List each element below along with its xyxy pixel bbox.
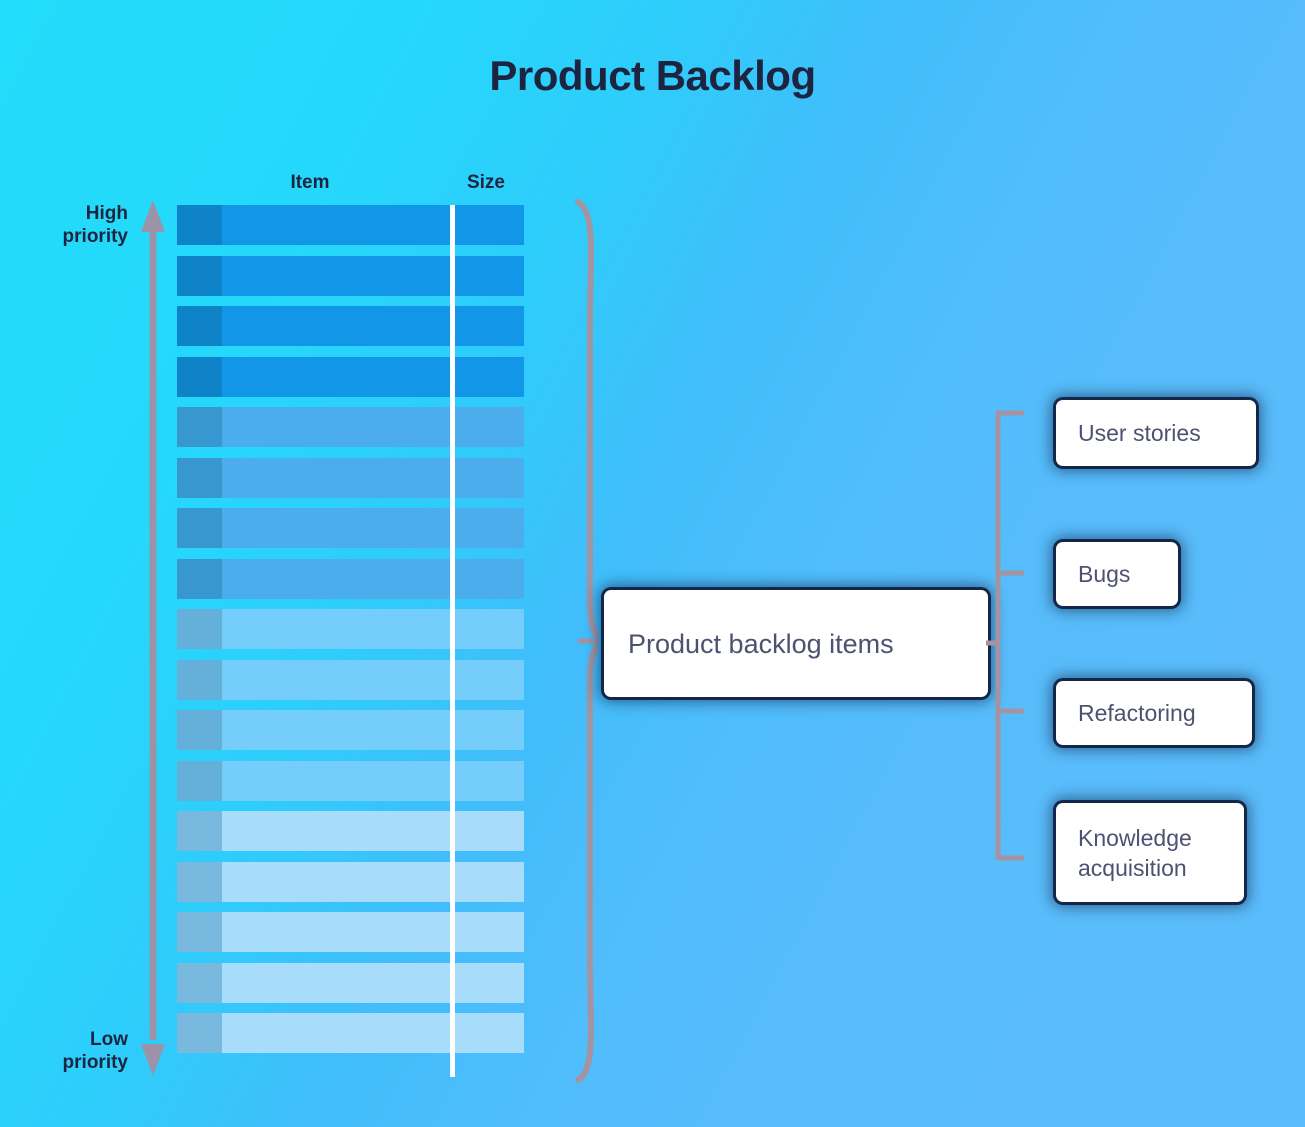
- backlog-row-marker-cell: [177, 255, 222, 296]
- backlog-row-item-cell: [222, 710, 450, 750]
- backlog-row-size-cell: [454, 962, 524, 1003]
- backlog-row-size-cell: [454, 760, 524, 801]
- backlog-row-marker-cell: [177, 659, 222, 700]
- backlog-row[interactable]: [177, 255, 524, 296]
- backlog-row-item-cell: [222, 205, 450, 245]
- backlog-row-item-cell: [222, 356, 450, 397]
- backlog-row-size-cell: [454, 1013, 524, 1053]
- backlog-row[interactable]: [177, 861, 524, 902]
- category-tree-connector-icon: [986, 410, 1025, 861]
- backlog-row-size-cell: [454, 861, 524, 902]
- backlog-row-item-cell: [222, 407, 450, 447]
- priority-direction-arrow-icon: [141, 200, 165, 1076]
- backlog-row-item-cell: [222, 861, 450, 902]
- backlog-row[interactable]: [177, 811, 524, 851]
- backlog-row-size-cell: [454, 912, 524, 952]
- backlog-row-item-cell: [222, 912, 450, 952]
- backlog-row-item-cell: [222, 962, 450, 1003]
- backlog-row-item-cell: [222, 609, 450, 649]
- backlog-row-marker-cell: [177, 760, 222, 801]
- category-box-knowledge-acquisition[interactable]: Knowledge acquisition: [1056, 803, 1244, 902]
- backlog-row-item-cell: [222, 255, 450, 296]
- backlog-row-size-cell: [454, 659, 524, 700]
- backlog-row-item-cell: [222, 558, 450, 599]
- backlog-row-marker-cell: [177, 609, 222, 649]
- category-label-user-stories: User stories: [1078, 419, 1201, 446]
- item-size-column-divider: [450, 205, 455, 1077]
- backlog-row-marker-cell: [177, 811, 222, 851]
- callout-label: Product backlog items: [628, 628, 894, 659]
- backlog-row-item-cell: [222, 659, 450, 700]
- backlog-row-size-cell: [454, 306, 524, 346]
- backlog-row-marker-cell: [177, 457, 222, 498]
- backlog-row-marker-cell: [177, 356, 222, 397]
- backlog-row-marker-cell: [177, 962, 222, 1003]
- backlog-row-size-cell: [454, 205, 524, 245]
- backlog-row-marker-cell: [177, 912, 222, 952]
- column-header-size: Size: [466, 172, 506, 193]
- callout-product-backlog-items[interactable]: Product backlog items: [604, 590, 988, 697]
- backlog-row-size-cell: [454, 457, 524, 498]
- category-label-refactoring: Refactoring: [1078, 699, 1196, 726]
- backlog-row-size-cell: [454, 255, 524, 296]
- low-priority-label: Low priority: [62, 1029, 128, 1073]
- backlog-row[interactable]: [177, 609, 524, 649]
- backlog-row-marker-cell: [177, 861, 222, 902]
- backlog-row-marker-cell: [177, 1013, 222, 1053]
- backlog-row[interactable]: [177, 558, 524, 599]
- backlog-row-item-cell: [222, 306, 450, 346]
- backlog-row[interactable]: [177, 962, 524, 1003]
- backlog-row[interactable]: [177, 457, 524, 498]
- backlog-row-size-cell: [454, 508, 524, 548]
- backlog-table: [177, 205, 524, 1077]
- backlog-row-item-cell: [222, 1013, 450, 1053]
- backlog-row-item-cell: [222, 508, 450, 548]
- category-label-knowledge-acquisition: Knowledge acquisition: [1078, 824, 1192, 881]
- backlog-row-size-cell: [454, 407, 524, 447]
- backlog-row[interactable]: [177, 760, 524, 801]
- backlog-row-marker-cell: [177, 710, 222, 750]
- category-box-refactoring[interactable]: Refactoring: [1056, 681, 1252, 745]
- backlog-row[interactable]: [177, 508, 524, 548]
- backlog-row-size-cell: [454, 356, 524, 397]
- backlog-row-marker-cell: [177, 306, 222, 346]
- backlog-row[interactable]: [177, 1013, 524, 1053]
- backlog-row[interactable]: [177, 659, 524, 700]
- backlog-row-size-cell: [454, 811, 524, 851]
- backlog-row-marker-cell: [177, 508, 222, 548]
- backlog-row-marker-cell: [177, 407, 222, 447]
- backlog-row-marker-cell: [177, 558, 222, 599]
- backlog-row[interactable]: [177, 356, 524, 397]
- backlog-row-size-cell: [454, 710, 524, 750]
- backlog-row-size-cell: [454, 558, 524, 599]
- category-box-bugs[interactable]: Bugs: [1056, 542, 1178, 606]
- backlog-row-item-cell: [222, 811, 450, 851]
- backlog-row-size-cell: [454, 609, 524, 649]
- backlog-row[interactable]: [177, 205, 524, 245]
- column-header-item: Item: [290, 172, 330, 193]
- backlog-grouping-brace-icon: [575, 199, 598, 1083]
- page-title: Product Backlog: [489, 52, 816, 99]
- category-box-user-stories[interactable]: User stories: [1056, 400, 1256, 466]
- backlog-row[interactable]: [177, 407, 524, 447]
- backlog-row-marker-cell: [177, 205, 222, 245]
- backlog-row[interactable]: [177, 306, 524, 346]
- backlog-row[interactable]: [177, 912, 524, 952]
- backlog-row-item-cell: [222, 760, 450, 801]
- category-label-bugs: Bugs: [1078, 560, 1131, 587]
- backlog-row[interactable]: [177, 710, 524, 750]
- backlog-row-item-cell: [222, 457, 450, 498]
- high-priority-label: High priority: [62, 203, 128, 247]
